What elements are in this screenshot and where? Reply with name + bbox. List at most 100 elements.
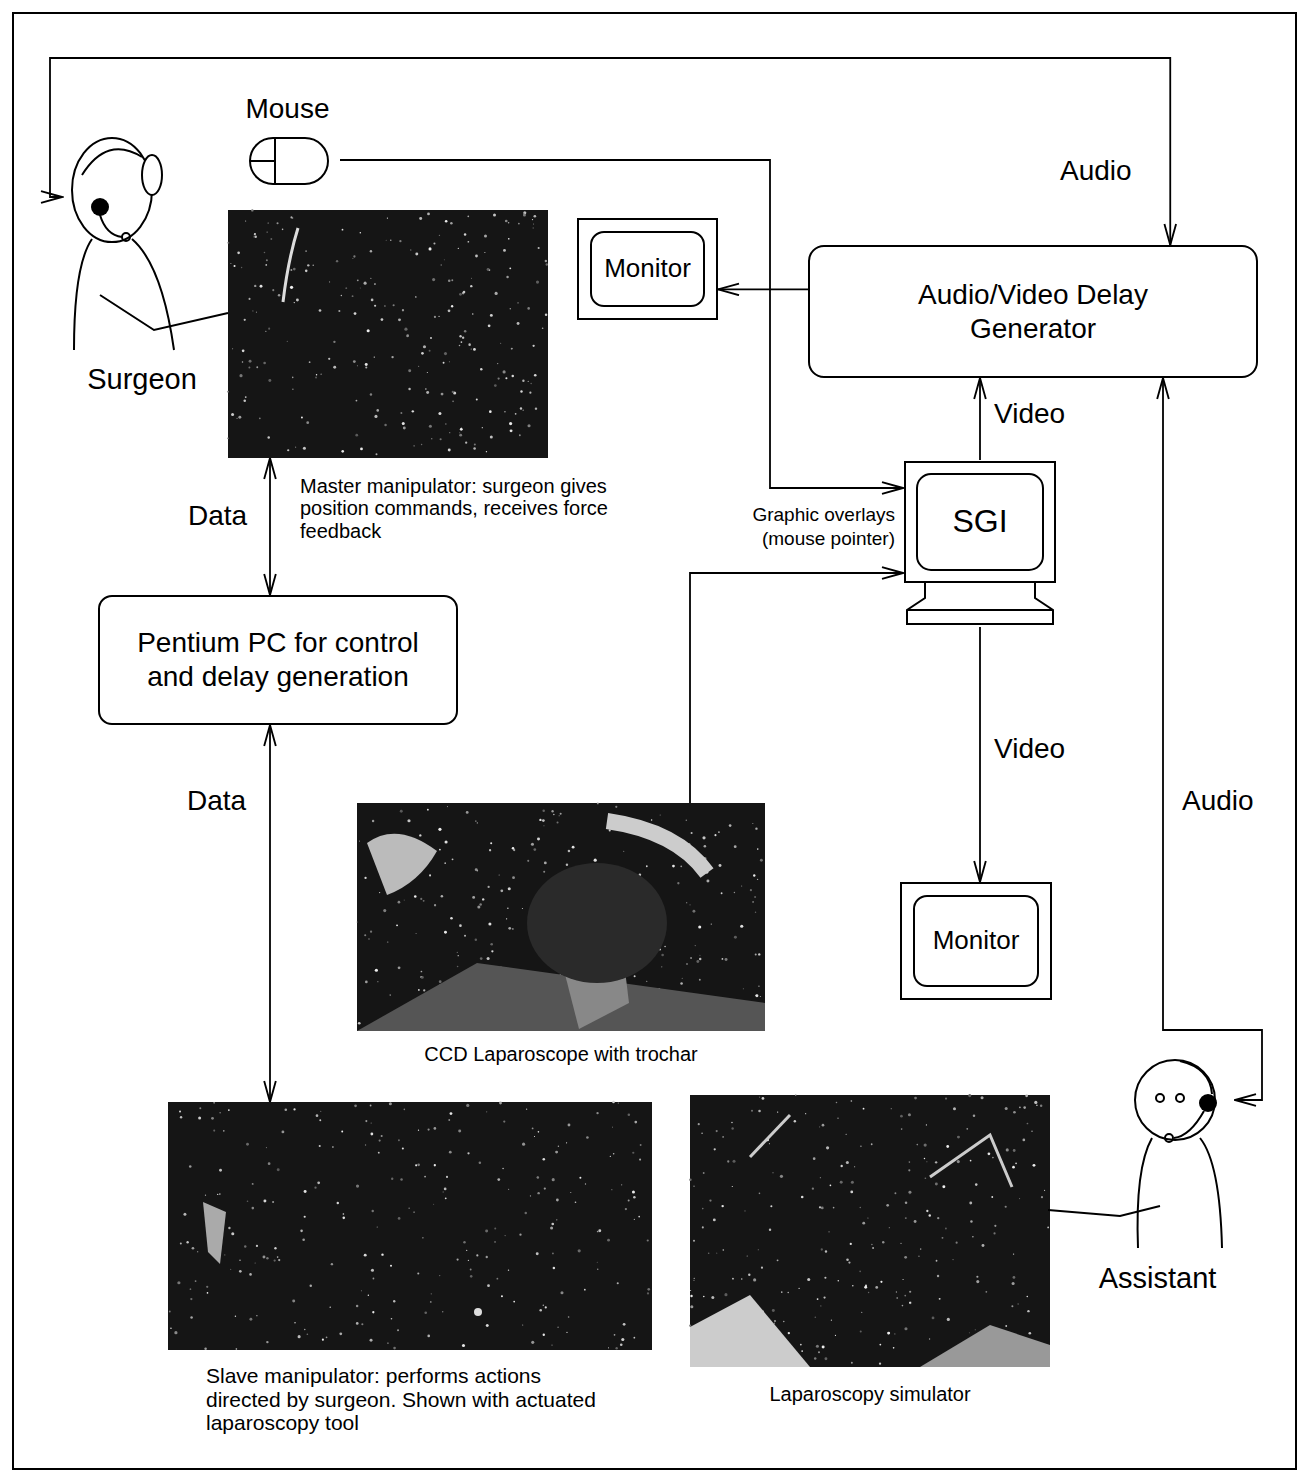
photo-grain bbox=[837, 1118, 838, 1119]
photo-grain bbox=[451, 279, 453, 281]
photo-grain bbox=[421, 352, 424, 355]
photo-grain bbox=[703, 1172, 705, 1174]
photo-grain bbox=[319, 1119, 321, 1121]
photo-grain bbox=[956, 1242, 958, 1244]
photo-grain bbox=[909, 1291, 911, 1293]
photo-grain bbox=[228, 1227, 230, 1229]
photo-grain bbox=[319, 1145, 321, 1147]
photo-grain bbox=[610, 1156, 611, 1157]
photo-grain bbox=[686, 819, 687, 820]
photo-grain bbox=[520, 390, 522, 392]
photo-grain bbox=[439, 849, 441, 851]
photo-grain bbox=[302, 1238, 305, 1241]
photo-grain bbox=[423, 989, 425, 991]
photo-grain bbox=[875, 1286, 878, 1289]
photo-grain bbox=[1047, 1227, 1049, 1229]
photo-grain bbox=[239, 1270, 242, 1273]
photo-grain bbox=[1027, 1296, 1029, 1298]
photo-grain bbox=[486, 451, 487, 452]
photo-grain bbox=[195, 1280, 197, 1282]
photo-grain bbox=[419, 834, 421, 836]
photo-grain bbox=[442, 1191, 443, 1192]
photo-grain bbox=[721, 1205, 723, 1207]
photo-grain bbox=[543, 1305, 545, 1307]
photo-grain bbox=[646, 865, 648, 867]
photo-grain bbox=[889, 1227, 890, 1228]
node-label: Master manipulator: surgeon gives positi… bbox=[300, 475, 610, 542]
photo-grain bbox=[733, 1160, 736, 1163]
photo-grain bbox=[309, 361, 311, 363]
photo-grain bbox=[400, 810, 403, 813]
photo-grain bbox=[822, 1346, 825, 1349]
photo-grain bbox=[1019, 1106, 1021, 1108]
photo-grain bbox=[407, 819, 410, 822]
photo-grain bbox=[431, 438, 432, 439]
photo-grain bbox=[432, 278, 435, 281]
photo-grain bbox=[570, 1192, 571, 1193]
photo-grain bbox=[510, 308, 512, 310]
photo-grain bbox=[924, 1158, 925, 1159]
photo-grain bbox=[529, 392, 531, 394]
photo-grain bbox=[558, 1145, 559, 1146]
photo-grain bbox=[1028, 1332, 1031, 1335]
photo-grain bbox=[415, 296, 417, 298]
photo-grain bbox=[298, 1335, 301, 1338]
photo-grain bbox=[647, 1239, 649, 1241]
photo-grain bbox=[391, 356, 393, 358]
photo-grain bbox=[863, 1108, 865, 1110]
photo-grain bbox=[982, 1244, 985, 1247]
photo-grain bbox=[418, 366, 419, 367]
photo-grain bbox=[615, 806, 617, 808]
mouse-button bbox=[250, 138, 275, 184]
photo-grain bbox=[486, 1111, 487, 1112]
photo-grain bbox=[277, 1256, 279, 1258]
photo-grain bbox=[430, 1301, 432, 1303]
photo-grain bbox=[686, 902, 687, 903]
photo-grain bbox=[608, 1347, 609, 1348]
photo-grain bbox=[632, 1152, 634, 1154]
photo-grain bbox=[499, 875, 500, 876]
photo-grain bbox=[458, 1130, 461, 1133]
photo-grain bbox=[441, 393, 444, 396]
photo-grain bbox=[846, 1134, 847, 1135]
node-label: Slave manipulator: performs actions dire… bbox=[206, 1364, 616, 1435]
photo-grain bbox=[719, 864, 722, 867]
slave-manipulator-photo: Slave manipulator: performs actions dire… bbox=[168, 1102, 652, 1350]
photo-grain bbox=[304, 1329, 306, 1331]
photo-grain bbox=[575, 1201, 577, 1203]
monitor-housing bbox=[905, 462, 1055, 582]
photo-grain bbox=[451, 305, 453, 307]
body-outline bbox=[1138, 1138, 1152, 1248]
photo-grain bbox=[497, 363, 498, 364]
photo-grain bbox=[607, 1239, 610, 1242]
node-label: Assistant bbox=[1099, 1261, 1217, 1296]
border-frame bbox=[13, 13, 1296, 1469]
photo-grain bbox=[1006, 1148, 1009, 1151]
photo-grain bbox=[263, 1200, 266, 1203]
photo-grain bbox=[533, 848, 536, 851]
photo-grain bbox=[219, 1193, 221, 1195]
photo-grain bbox=[322, 1339, 324, 1341]
photo-grain bbox=[699, 955, 700, 956]
photo-grain bbox=[568, 850, 571, 853]
photo-grain bbox=[183, 1213, 186, 1216]
photo-grain bbox=[452, 401, 454, 403]
photo-grain bbox=[539, 1309, 542, 1312]
photo-grain bbox=[769, 1229, 771, 1231]
photo-grain bbox=[252, 1183, 254, 1185]
photo-grain bbox=[419, 217, 422, 220]
photo-grain bbox=[464, 233, 466, 235]
photo-grain bbox=[677, 882, 679, 884]
photo-grain bbox=[305, 270, 308, 273]
photo-grain bbox=[292, 217, 293, 218]
photo-grain bbox=[372, 1210, 374, 1212]
signal-connector bbox=[690, 573, 903, 803]
photo-grain bbox=[526, 1109, 527, 1110]
photo-grain bbox=[788, 1332, 790, 1334]
photo-grain bbox=[383, 909, 386, 912]
photo-grain bbox=[512, 375, 515, 378]
headset-band bbox=[82, 149, 142, 175]
photo-grain bbox=[265, 331, 266, 332]
photo-grain bbox=[552, 1253, 554, 1255]
photo-grain bbox=[511, 348, 513, 350]
